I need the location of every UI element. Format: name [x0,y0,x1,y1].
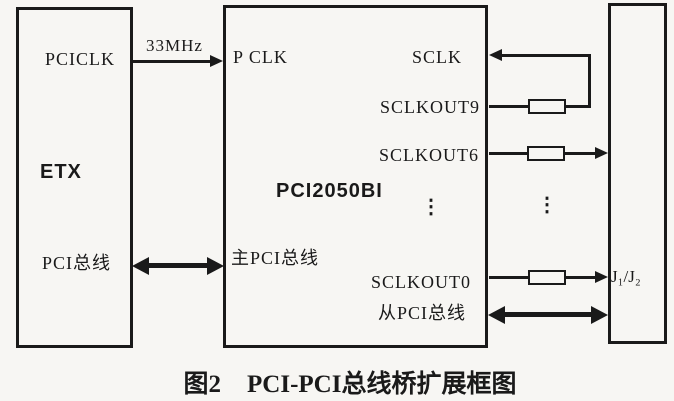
figure-caption: 图2 PCI-PCI总线桥扩展框图 [130,364,570,400]
sclkout6-line-b [563,152,595,155]
sclkout9-line-a [489,105,530,108]
sclkout6-line-a [489,152,529,155]
pin-label-pclk: P CLK [233,47,288,67]
pin-label-pci-bus: PCI总线 [42,253,112,273]
arrowhead-right-icon [595,147,608,159]
sclkout0-line-b [564,276,595,279]
connector-box [608,3,667,344]
sclkout0-line-a [489,276,530,279]
connector-label: J₁/J₂ [611,267,641,286]
sclkout9-line-b [564,105,591,108]
arrowhead-left-icon [132,257,149,275]
arrowhead-left-icon [489,49,502,61]
master-bus-line [146,263,212,268]
bridge-pins-ellipsis: ⋮ [421,196,441,218]
resistor-symbol [528,99,566,114]
clock-line [133,60,211,63]
slave-bus-line [501,312,595,317]
resistor-symbol [527,146,565,161]
arrowhead-left-icon [488,306,505,324]
resistor-symbol [528,270,566,285]
arrowhead-right-icon [591,306,608,324]
pin-label-sclk: SCLK [412,47,463,67]
figure-caption-index: 图2 [183,371,222,398]
sclk-feedback-line [501,54,591,57]
arrowhead-right-icon [210,55,223,67]
arrowhead-right-icon [595,271,608,283]
arrowhead-right-icon [207,257,224,275]
pci-bridge-box [223,5,488,348]
pin-label-sclkout6: SCLKOUT6 [379,145,480,165]
pin-label-sclkout9: SCLKOUT9 [380,97,481,117]
clock-frequency-label: 33MHz [146,36,203,55]
pin-label-pciclk: PCICLK [45,49,116,69]
pin-label-master-pci-bus: 主PCI总线 [231,248,320,268]
signal-lines-ellipsis: ⋮ [537,194,557,216]
etx-module-label: ETX [40,161,82,183]
etx-module-box [16,7,133,348]
pin-label-sclkout0: SCLKOUT0 [371,272,472,292]
pin-label-slave-pci-bus: 从PCI总线 [378,303,467,323]
figure-caption-title: PCI-PCI总线桥扩展框图 [247,371,517,398]
sclk-feedback-vertical-line [588,54,591,108]
bridge-chip-label: PCI2050BI [276,180,383,202]
